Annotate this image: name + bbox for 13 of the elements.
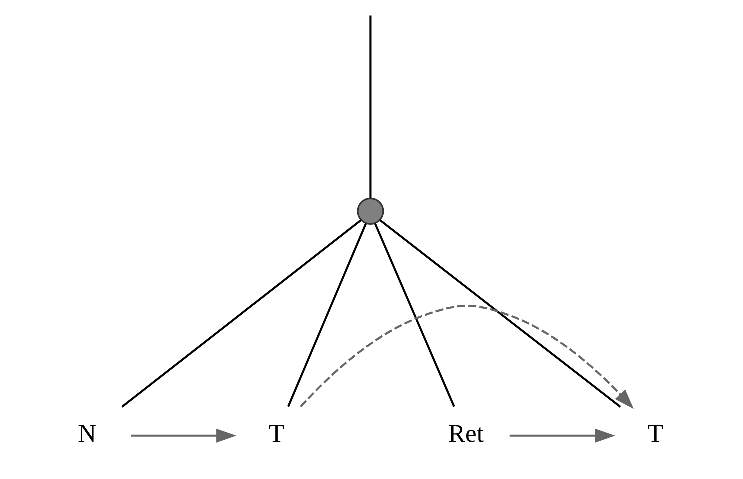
arrow xyxy=(300,305,634,410)
connector xyxy=(380,220,622,408)
connector xyxy=(287,223,368,408)
arrow xyxy=(131,428,237,443)
node-text: Ret xyxy=(448,418,484,448)
connector xyxy=(370,16,372,199)
connector xyxy=(122,220,362,408)
arrow xyxy=(510,428,616,443)
node-text: N xyxy=(78,418,97,448)
connector xyxy=(374,223,456,408)
node-circle xyxy=(357,198,384,225)
node-text: T xyxy=(269,418,285,448)
node-text: T xyxy=(648,418,664,448)
